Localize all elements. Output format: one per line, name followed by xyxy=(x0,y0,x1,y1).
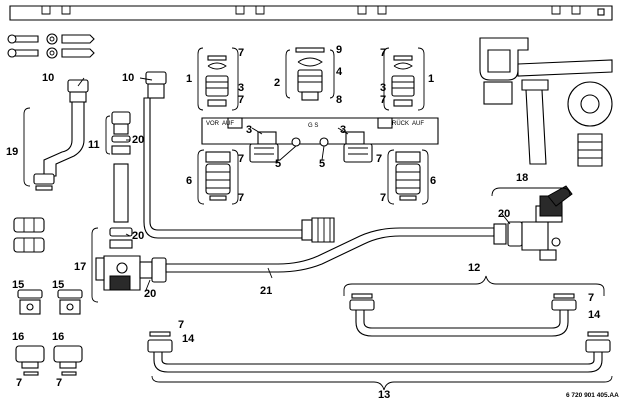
callout-15: 15 xyxy=(52,279,64,291)
callout-20: 20 xyxy=(498,208,510,220)
callout-17: 17 xyxy=(74,261,86,273)
callout-16: 16 xyxy=(12,331,24,343)
callout-5: 5 xyxy=(319,158,325,170)
callout-18: 18 xyxy=(516,172,528,184)
connector-kit xyxy=(479,37,613,167)
callout-7: 7 xyxy=(238,192,244,204)
callout-7: 7 xyxy=(16,377,22,389)
bottom-fittings xyxy=(197,149,429,205)
callout-6: 6 xyxy=(186,175,192,187)
callout-7: 7 xyxy=(376,153,382,165)
callout-7: 7 xyxy=(380,94,386,106)
callout-8: 8 xyxy=(336,94,342,106)
callout-14: 14 xyxy=(588,309,601,321)
part-17-tee xyxy=(91,227,495,303)
part-18-valve xyxy=(491,185,573,261)
manifold-label-auf-left: AUF xyxy=(222,121,234,127)
part-11-vertical-pipe xyxy=(105,71,335,243)
callout-7: 7 xyxy=(238,153,244,165)
callout-1: 1 xyxy=(186,73,192,85)
callout-7: 7 xyxy=(238,94,244,106)
leader-lines xyxy=(77,77,511,291)
callout-10: 10 xyxy=(122,72,134,84)
callout-6: 6 xyxy=(430,175,436,187)
callout-9: 9 xyxy=(336,44,342,56)
callout-7: 7 xyxy=(56,377,62,389)
callout-21: 21 xyxy=(260,285,272,297)
callout-10: 10 xyxy=(42,72,54,84)
mounting-rail xyxy=(9,5,613,21)
callout-7: 7 xyxy=(588,292,594,304)
parts-15-16 xyxy=(15,289,83,376)
manifold-block xyxy=(201,117,439,163)
callout-14: 14 xyxy=(182,333,195,345)
part-13-u-pipe xyxy=(147,331,613,391)
callout-16: 16 xyxy=(52,331,64,343)
callout-5: 5 xyxy=(275,158,281,170)
screws-dowels xyxy=(7,33,95,59)
callout-2: 2 xyxy=(274,77,280,89)
callout-20: 20 xyxy=(144,288,156,300)
callout-20: 20 xyxy=(132,134,144,146)
callout-19: 19 xyxy=(6,146,18,158)
callout-3: 3 xyxy=(340,124,346,136)
callout-11: 11 xyxy=(88,139,100,151)
part-12-u-pipe xyxy=(343,275,605,337)
callout-15: 15 xyxy=(12,279,24,291)
document-code: 6 720 901 405.AA xyxy=(566,392,619,399)
manifold-label-ruck: RÜCK xyxy=(392,120,409,127)
loose-nuts xyxy=(13,217,45,253)
callout-13: 13 xyxy=(378,389,390,400)
part-19-bent-pipe xyxy=(23,79,89,191)
manifold-label-vor: VOR xyxy=(206,121,220,127)
callout-7: 7 xyxy=(380,192,386,204)
callout-1: 1 xyxy=(428,73,434,85)
callout-7: 7 xyxy=(238,47,244,59)
callout-3: 3 xyxy=(238,82,244,94)
callout-4: 4 xyxy=(336,66,343,78)
manifold-label-gs: G S xyxy=(308,123,318,129)
top-fittings xyxy=(197,47,425,111)
callout-20: 20 xyxy=(132,230,144,242)
callout-7: 7 xyxy=(178,319,184,331)
callout-7: 7 xyxy=(380,47,386,59)
callout-3: 3 xyxy=(246,124,252,136)
manifold-label-auf-right: AUF xyxy=(412,121,424,127)
callout-3: 3 xyxy=(380,82,386,94)
callout-12: 12 xyxy=(468,262,480,274)
